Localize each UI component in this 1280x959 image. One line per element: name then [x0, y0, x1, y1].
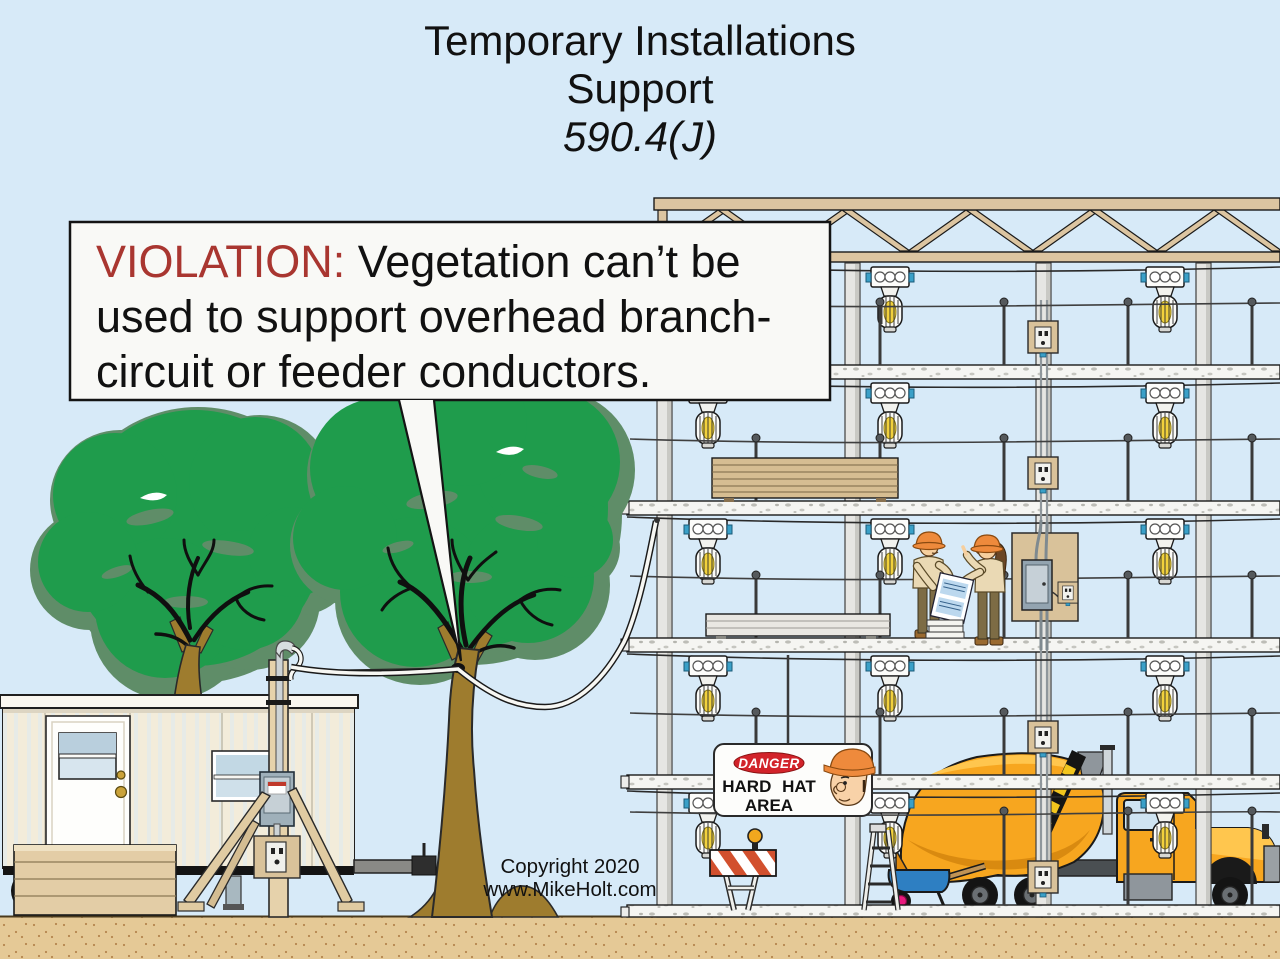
exhaust-stack — [1102, 747, 1113, 835]
panelboard — [1011, 519, 1079, 650]
trunk — [173, 644, 203, 701]
title-line1: Temporary Installations — [424, 17, 856, 64]
receptacle-box — [1027, 456, 1059, 494]
wheelbarrow-tray — [887, 869, 951, 893]
weatherhead — [275, 640, 297, 659]
danger-sign: DANGER HARD HAT AREA — [713, 655, 876, 817]
office-trailer — [0, 640, 437, 918]
lumber-stack-upper — [711, 457, 899, 502]
violation-callout: VIOLATION: Vegetation can’t be used to s… — [96, 234, 816, 399]
warning-light — [747, 828, 763, 844]
floor-slabs — [620, 364, 1280, 918]
roof-truss — [653, 197, 1280, 263]
door-knob — [114, 785, 128, 799]
side-mirror — [1262, 824, 1269, 839]
overhead-conductor — [287, 517, 660, 711]
violation-label: VIOLATION: — [96, 236, 346, 287]
building-columns — [656, 262, 1212, 918]
trailer-tongue — [353, 843, 437, 876]
sign-line2: AREA — [745, 796, 793, 815]
title-code-reference: 590.4(J) — [562, 113, 718, 160]
title-line2: Support — [566, 65, 714, 112]
ground-pad — [626, 904, 1280, 918]
temporary-power-pole — [177, 640, 365, 918]
branches — [128, 538, 274, 650]
worker-right — [956, 534, 1007, 646]
deadbolt — [116, 770, 126, 780]
barricade-board — [709, 849, 777, 877]
copyright-notice: Copyright 2020 www.MikeHolt.com — [430, 855, 710, 901]
ground — [0, 915, 1280, 959]
brace-right — [287, 787, 353, 908]
receptacle-box — [1027, 860, 1059, 898]
fuel-tank — [1123, 873, 1173, 901]
callout-bubble — [68, 220, 832, 662]
front-bumper — [1263, 845, 1280, 883]
step-ladder — [861, 823, 901, 911]
blueprint — [929, 571, 975, 625]
trailer-door — [45, 715, 131, 856]
callout-line2: used to support overhead branch- — [96, 291, 772, 342]
receptacle-box — [1027, 320, 1059, 358]
page-title: Temporary Installations Support 590.4(J) — [0, 17, 1280, 161]
danger-badge — [733, 752, 805, 774]
service-riser — [275, 649, 284, 776]
barricade — [709, 828, 777, 911]
sign-face — [823, 748, 876, 806]
material-stack — [925, 619, 965, 639]
sign-line1: HARD HAT — [722, 777, 816, 796]
receptacle-board — [253, 835, 301, 879]
copyright-line2: www.MikeHolt.com — [483, 878, 657, 901]
conductor — [290, 520, 658, 709]
deck-steps — [13, 844, 177, 916]
truss-top-chord — [653, 197, 1280, 211]
callout-line1: Vegetation can’t be — [345, 236, 741, 287]
bubble-tail — [397, 399, 463, 662]
copyright-line1: Copyright 2020 — [500, 855, 640, 878]
trunk — [430, 646, 494, 918]
callout-line3: circuit or feeder conductors. — [96, 346, 652, 397]
workers — [912, 531, 1007, 646]
lumber-stack-lower — [705, 613, 891, 639]
receptacle-box — [1027, 720, 1059, 758]
trailer-roof — [0, 694, 359, 709]
tree-right — [290, 360, 635, 918]
trailer-window — [211, 750, 277, 802]
danger-badge-text: DANGER — [738, 756, 800, 771]
